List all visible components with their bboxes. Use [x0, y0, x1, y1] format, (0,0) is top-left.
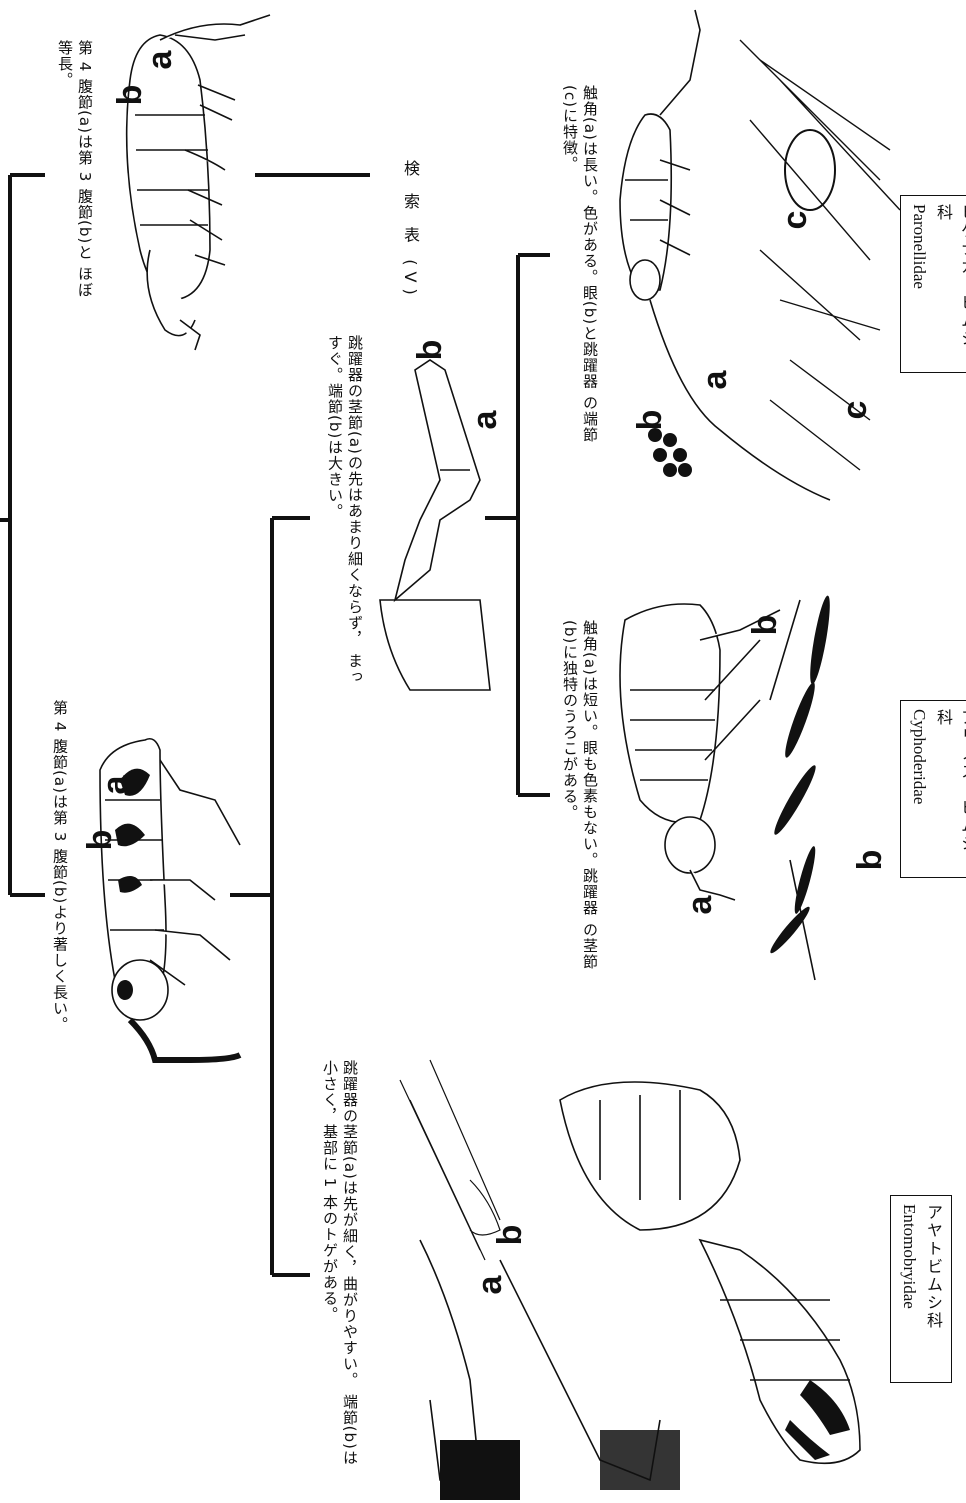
label-a: a	[680, 885, 720, 925]
label-b: b	[80, 820, 120, 860]
node-furca-thin: 跳躍器の茎節(a)は先が細く，曲がりやすい。 端節(b)は小さく，基部に 1 本…	[320, 1060, 360, 1480]
node-antenna-long: 触角(a)は長い。色がある。眼(b)と跳躍器 の端節(c)に特徴。	[560, 85, 600, 445]
family-en-entomobryidae: Entomobryidae	[897, 1204, 921, 1374]
node-abdomen-longer: 第 4 腹節(a)は第 3 腹節(b)より著しく長い。	[50, 700, 70, 1120]
family-jp-entomobryidae: アヤトビムシ科	[921, 1204, 945, 1374]
paronellidae-setae	[740, 40, 900, 470]
label-b: b	[110, 75, 150, 115]
label-a: a	[465, 400, 505, 440]
label-c: c	[775, 200, 815, 240]
label-b: b	[490, 1215, 530, 1255]
family-jp-paronellidae: ヒゲナガトビムシ科	[931, 204, 966, 364]
label-a: a	[95, 765, 135, 805]
label-a: a	[695, 360, 735, 400]
family-box-paronellidae: ヒゲナガトビムシ科 Paronellidae	[900, 195, 966, 373]
node-furca-straight: 跳躍器の茎節(a)の先はあまり細くならず， まっすぐ。端節(b)は大きい。	[325, 335, 365, 695]
family-jp-cyphoderidae: アリノストビムシ科	[931, 709, 966, 869]
family-en-cyphoderidae: Cyphoderidae	[907, 709, 931, 869]
label-b: b	[745, 605, 785, 645]
label-a: a	[140, 40, 180, 80]
family-box-entomobryidae: アヤトビムシ科 Entomobryidae	[890, 1195, 952, 1383]
label-b: b	[850, 840, 890, 880]
key-title: 検 索 表 (V)	[400, 160, 420, 301]
label-a: a	[470, 1265, 510, 1305]
node-abdomen-equal: 第 4 腹節(a)は第 3 腹節(b)と ほぼ等長。	[55, 40, 95, 300]
label-c: c	[835, 390, 875, 430]
family-box-cyphoderidae: アリノストビムシ科 Cyphoderidae	[900, 700, 966, 878]
cyphoderidae-scales	[767, 595, 834, 957]
label-b: b	[630, 400, 670, 440]
node-antenna-short: 触角(a)は短い。眼も色素もない。跳躍器 の茎節(b)に独特のうろこがある。	[560, 620, 600, 980]
label-b: b	[410, 330, 450, 370]
entomobryidae-furca-detail	[400, 1060, 500, 1260]
family-en-paronellidae: Paronellidae	[907, 204, 931, 364]
